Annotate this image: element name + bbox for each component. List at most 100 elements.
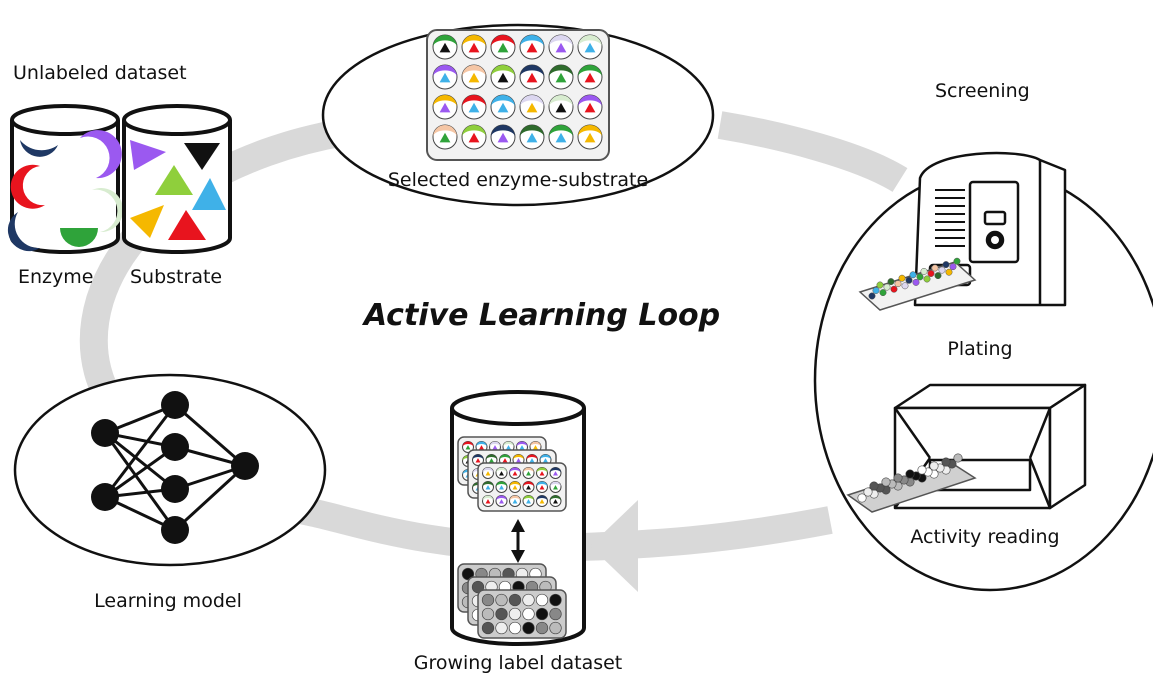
substrate-cylinder (122, 104, 232, 254)
well-enzyme (491, 125, 515, 137)
well-substrate (499, 471, 504, 476)
well-enzyme (550, 467, 561, 473)
well-substrate (512, 499, 518, 504)
enzyme-purple (80, 130, 122, 179)
nn-node (161, 516, 189, 544)
well-enzyme (491, 95, 515, 107)
well-substrate (555, 132, 567, 143)
well-enzyme (520, 125, 544, 137)
well-enzyme (509, 495, 521, 501)
substrate-purple (130, 140, 166, 170)
well-substrate (553, 499, 558, 504)
nn-node (161, 391, 189, 419)
well-substrate (526, 42, 538, 53)
activity-well (535, 607, 549, 621)
substrate-black (184, 143, 220, 170)
activity-well (508, 593, 522, 607)
substrate-green (155, 165, 193, 195)
neural-network-icon (91, 391, 259, 544)
enzyme-lightgreen (92, 188, 124, 233)
well-enzyme (496, 467, 508, 473)
plating-well (942, 261, 950, 269)
well-enzyme (549, 125, 573, 137)
plating-well (931, 264, 939, 272)
well-substrate (539, 471, 545, 476)
nn-edge (104, 431, 176, 491)
plating-well (909, 271, 917, 279)
reader-wells (857, 453, 963, 503)
well-enzyme (496, 481, 508, 487)
substrate-shapes (130, 140, 226, 240)
well-substrate (519, 445, 525, 450)
well-substrate (555, 72, 567, 83)
plating-well (901, 282, 909, 290)
well-substrate (584, 42, 596, 53)
well-substrate (512, 485, 518, 490)
well-substrate (516, 458, 521, 463)
plating-well (920, 267, 928, 275)
well-substrate (468, 42, 480, 53)
well-substrate (539, 499, 545, 504)
nn-node (91, 419, 119, 447)
reader-well (863, 487, 873, 497)
well-enzyme (513, 454, 524, 460)
plating-well (934, 272, 942, 280)
well-enzyme (509, 467, 521, 473)
learning-model-ellipse (13, 373, 327, 567)
well-enzyme (526, 454, 538, 460)
well-substrate (468, 132, 480, 143)
nn-edge (103, 432, 177, 531)
well-enzyme (536, 467, 548, 473)
activity-plate (477, 589, 567, 639)
nn-edge (103, 404, 177, 498)
nn-edge (174, 403, 246, 468)
well-substrate (497, 72, 509, 83)
labeled-color-plate (477, 462, 567, 512)
screening-label: Screening (935, 80, 1030, 102)
unlabeled-dataset-label: Unlabeled dataset (13, 62, 187, 84)
well-substrate (499, 485, 504, 490)
enzyme-green (60, 228, 98, 247)
well-enzyme (509, 481, 521, 487)
plating-well (916, 273, 924, 281)
well-enzyme (462, 441, 474, 447)
activity-well (495, 621, 508, 635)
well-enzyme (486, 454, 498, 460)
well-enzyme (462, 95, 486, 107)
well-enzyme (578, 35, 602, 47)
well-substrate (439, 42, 451, 53)
label-plates (457, 436, 567, 639)
reader-well (929, 461, 939, 471)
reader-well (857, 493, 867, 503)
well-enzyme (520, 95, 544, 107)
nn-node (161, 475, 189, 503)
activity-well (461, 567, 475, 581)
well-substrate (526, 132, 538, 143)
plating-wells (868, 257, 961, 300)
well-enzyme (496, 495, 508, 501)
activity-well (549, 621, 562, 635)
plating-machine (913, 151, 1067, 307)
well-substrate (497, 132, 509, 143)
well-enzyme (491, 65, 515, 77)
well-substrate (553, 485, 558, 490)
well-substrate (475, 458, 481, 463)
well-enzyme (462, 35, 486, 47)
well-substrate (479, 445, 484, 450)
activity-well (522, 621, 535, 635)
plating-well (923, 275, 931, 283)
reader-well (941, 457, 951, 467)
well-substrate (526, 471, 531, 476)
well-substrate (489, 458, 494, 463)
activity-well (508, 607, 522, 621)
well-enzyme (523, 467, 534, 473)
well-substrate (485, 499, 491, 504)
substrate-sky (192, 178, 226, 210)
well-substrate (439, 132, 451, 143)
plating-well (868, 292, 876, 300)
well-substrate (512, 471, 518, 476)
plating-well (883, 283, 891, 291)
well-enzyme (482, 481, 494, 487)
well-substrate (533, 445, 538, 450)
